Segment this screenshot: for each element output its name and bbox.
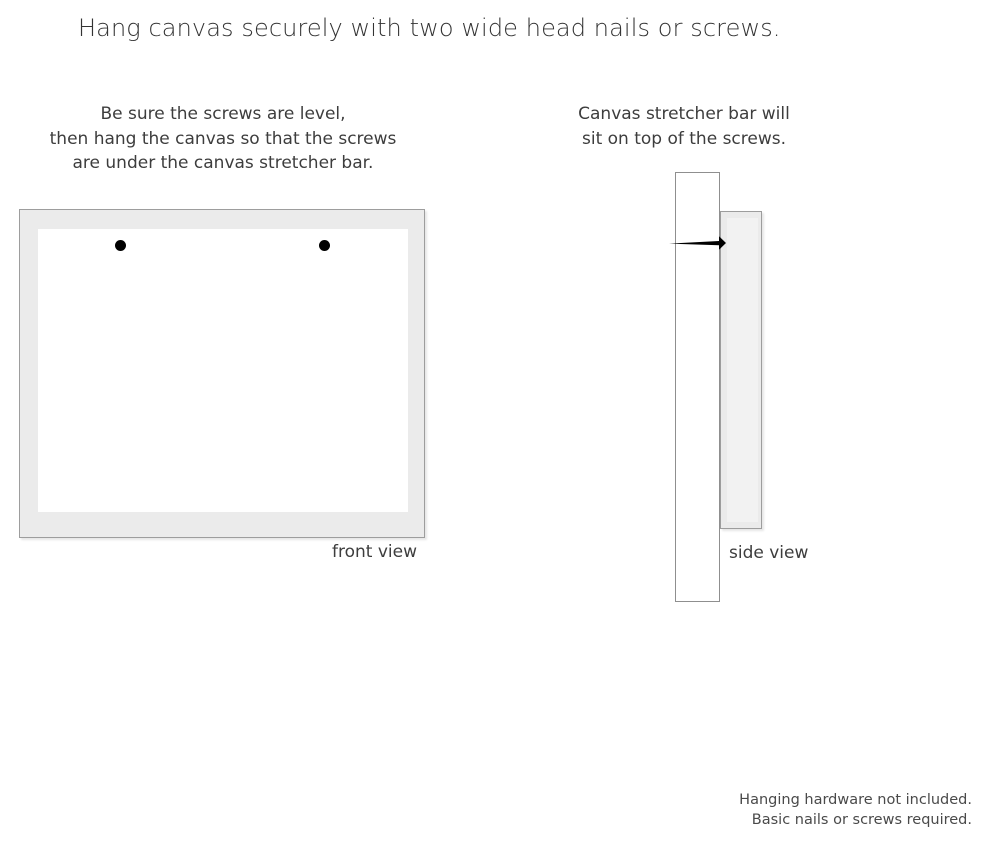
stretcher-bar-inner-face (727, 218, 758, 522)
canvas-surface-front (38, 229, 408, 512)
front-view-caption-line-3: are under the canvas stretcher bar. (72, 153, 374, 173)
front-view-caption: Be sure the screws are level, then hang … (14, 102, 432, 176)
side-view-caption-line-1: Canvas stretcher bar will (578, 104, 790, 124)
side-view-illustration (669, 172, 825, 604)
front-view-caption-line-2: then hang the canvas so that the screws (49, 128, 397, 149)
footer-line-1: Hanging hardware not included. (739, 792, 972, 808)
screw-dot-left (115, 240, 126, 251)
page-title: Hang canvas securely with two wide head … (78, 14, 781, 42)
side-view-caption-line-2: sit on top of the screws. (581, 128, 787, 149)
screw-dot-right (319, 240, 330, 251)
canvas-stretcher-bar-side (720, 211, 762, 529)
side-view-label: side view (729, 543, 809, 563)
footer-line-2: Basic nails or screws required. (751, 812, 972, 828)
side-view-caption: Canvas stretcher bar will sit on top of … (548, 102, 820, 151)
front-view-illustration (19, 209, 425, 538)
footer-note: Hanging hardware not included. Basic nai… (552, 790, 972, 830)
front-view-caption-line-1: Be sure the screws are level, (100, 104, 346, 124)
front-view-label: front view (332, 542, 417, 562)
nail-icon (669, 235, 733, 251)
